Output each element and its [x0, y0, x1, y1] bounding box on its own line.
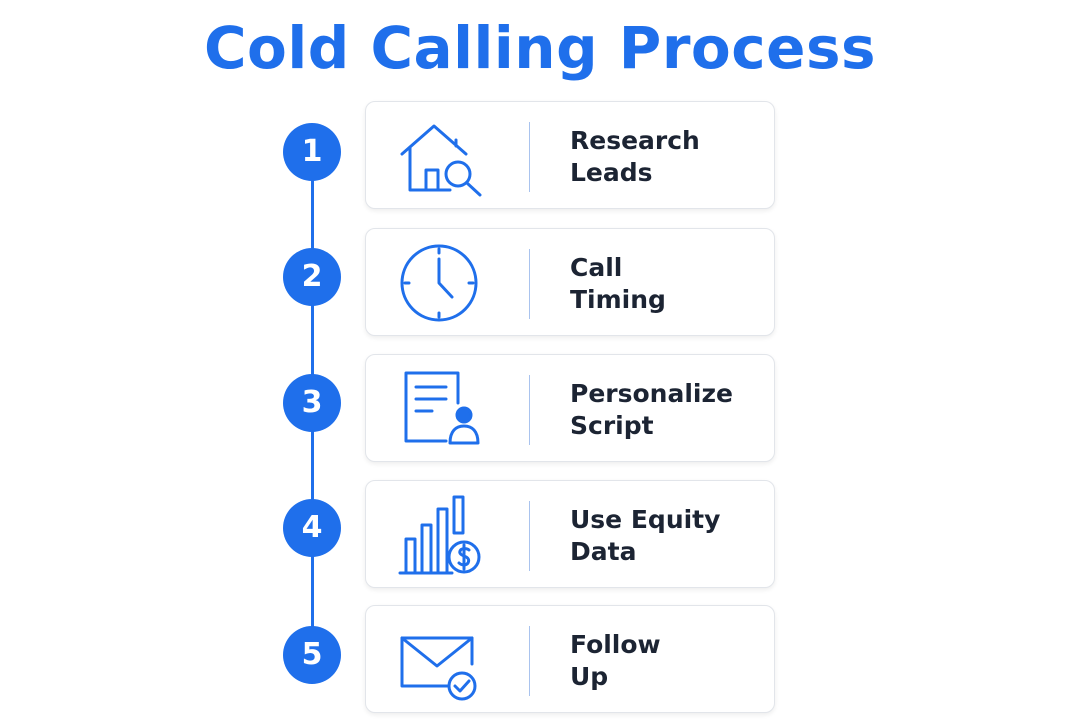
step-number-badge: 2: [283, 248, 341, 306]
step-card-call-timing: Call Timing: [365, 228, 775, 336]
card-divider: [529, 375, 530, 445]
step-number-badge: 3: [283, 374, 341, 432]
step-label-line: Personalize: [570, 379, 733, 408]
step-card-follow-up: Follow Up: [365, 605, 775, 713]
step-label: Research Leads: [570, 125, 770, 189]
step-number-badge: 1: [283, 123, 341, 181]
step-card-use-equity-data: Use Equity Data: [365, 480, 775, 588]
step-label: Follow Up: [570, 629, 770, 693]
step-label-line: Call: [570, 253, 623, 282]
step-label-line: Research: [570, 126, 700, 155]
bar-chart-dollar-icon: [396, 493, 482, 577]
step-label: Personalize Script: [570, 378, 770, 442]
step-label-line: Up: [570, 662, 609, 691]
step-label: Call Timing: [570, 252, 770, 316]
card-divider: [529, 122, 530, 192]
step-label-line: Leads: [570, 158, 653, 187]
step-label: Use Equity Data: [570, 504, 770, 568]
step-label-line: Timing: [570, 285, 666, 314]
step-label-line: Data: [570, 537, 637, 566]
step-number-badge: 4: [283, 499, 341, 557]
card-divider: [529, 626, 530, 696]
clock-icon: [396, 241, 482, 325]
step-number-badge: 5: [283, 626, 341, 684]
card-divider: [529, 249, 530, 319]
step-label-line: Use Equity: [570, 505, 721, 534]
page-title: Cold Calling Process: [203, 14, 877, 82]
envelope-check-icon: [396, 618, 482, 702]
document-person-icon: [396, 367, 482, 451]
card-divider: [529, 501, 530, 571]
house-search-icon: [396, 114, 482, 198]
step-label-line: Script: [570, 411, 654, 440]
step-card-personalize-script: Personalize Script: [365, 354, 775, 462]
step-card-research-leads: Research Leads: [365, 101, 775, 209]
step-label-line: Follow: [570, 630, 661, 659]
